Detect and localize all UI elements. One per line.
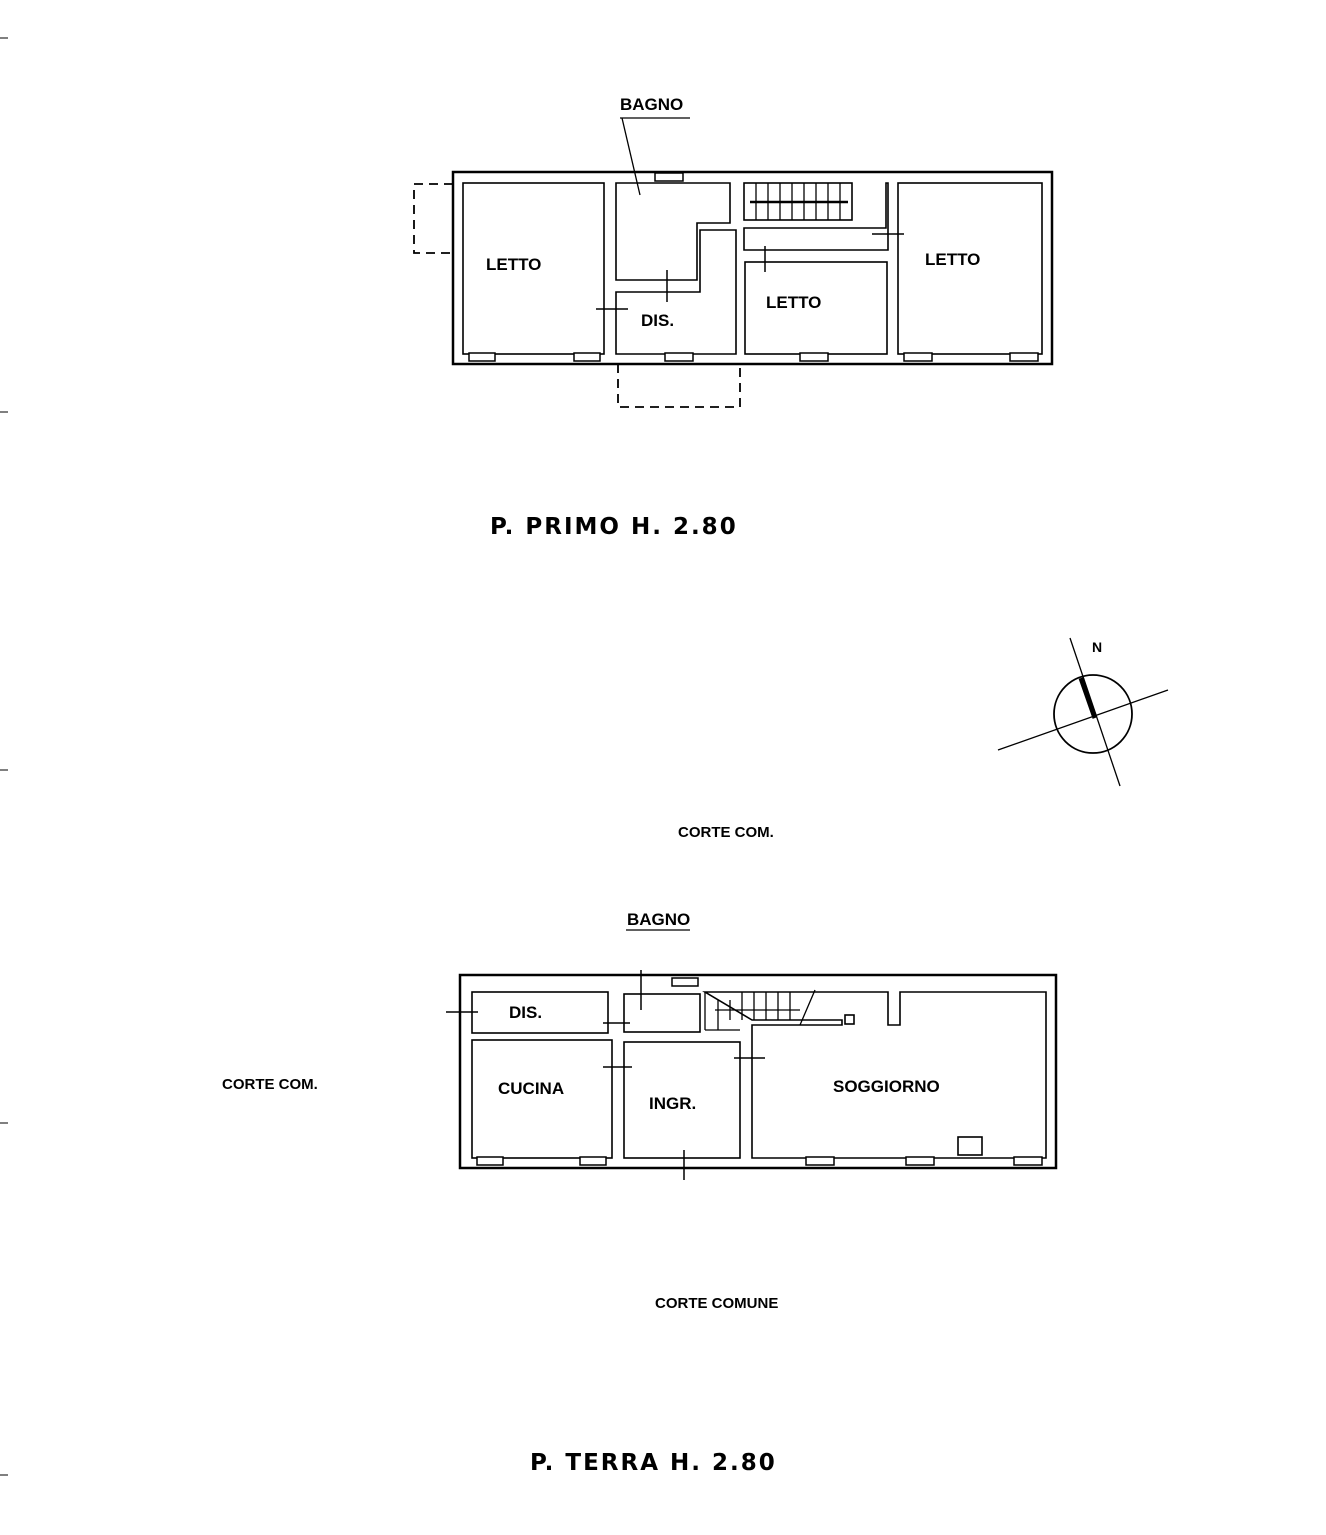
label-corte-bottom: CORTE COMUNE bbox=[655, 1295, 778, 1312]
label-letto-middle: LETTO bbox=[766, 293, 821, 312]
room-letto-right bbox=[897, 182, 1043, 355]
label-corte-top: CORTE COM. bbox=[678, 824, 774, 841]
room-ingr bbox=[623, 1041, 741, 1159]
first-floor-title: P. PRIMO H. 2.80 bbox=[490, 514, 738, 540]
corridor bbox=[743, 182, 889, 251]
first-floor-plan bbox=[413, 117, 1054, 408]
room-dis bbox=[615, 229, 737, 355]
label-bagno-ground: BAGNO bbox=[627, 910, 690, 929]
label-ingr: INGR. bbox=[649, 1094, 696, 1113]
label-soggiorno: SOGGIORNO bbox=[833, 1077, 940, 1096]
compass-north-label: N bbox=[1092, 639, 1102, 655]
label-cucina: CUCINA bbox=[498, 1079, 564, 1098]
room-cucina bbox=[471, 1039, 613, 1159]
label-dis-ground: DIS. bbox=[509, 1003, 542, 1022]
ground-floor-title: P. TERRA H. 2.80 bbox=[530, 1450, 777, 1476]
room-bagno bbox=[615, 182, 731, 281]
ground-floor-plan bbox=[446, 929, 1058, 1180]
label-letto-right: LETTO bbox=[925, 250, 980, 269]
room-bagno-ground bbox=[623, 993, 701, 1033]
room-soggiorno bbox=[702, 991, 1047, 1159]
stairs bbox=[743, 182, 853, 221]
label-letto-left: LETTO bbox=[486, 255, 541, 274]
compass-icon bbox=[997, 637, 1169, 787]
label-dis-first: DIS. bbox=[641, 311, 674, 330]
label-corte-left: CORTE COM. bbox=[222, 1076, 318, 1093]
room-letto-left bbox=[462, 182, 605, 355]
stairs-ground bbox=[704, 989, 816, 1031]
margin-ticks bbox=[0, 37, 8, 1476]
label-bagno-first: BAGNO bbox=[620, 95, 683, 114]
